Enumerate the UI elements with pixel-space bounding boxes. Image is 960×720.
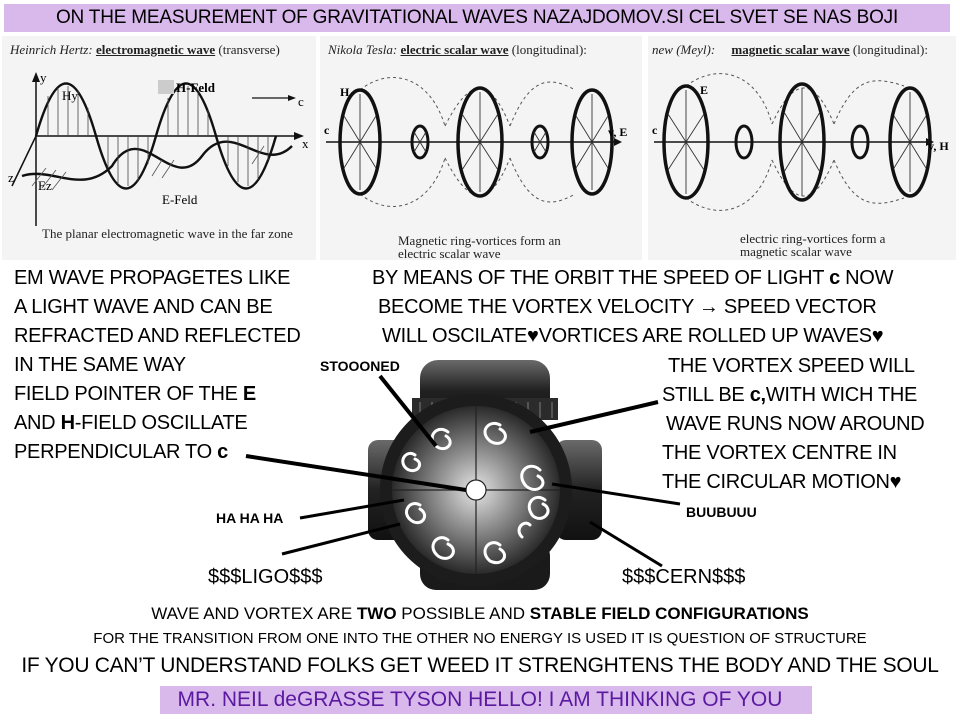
callout-buubuuu: BUUBUUU [686, 504, 757, 520]
left-text2-line1: FIELD POINTER OF THE E [14, 383, 256, 405]
right-text-block2: THE VORTEX SPEED WILL STILL BE c,WITH WI… [662, 352, 925, 497]
right-text2-line1: THE VORTEX SPEED WILL [668, 355, 915, 377]
meyl-caption-line2: magnetic scalar wave [740, 244, 852, 259]
left-text-line2: A LIGHT WAVE AND CAN BE [14, 296, 273, 318]
meyl-label-e: E [700, 83, 708, 97]
left-text-block: EM WAVE PROPAGETES LIKE A LIGHT WAVE AND… [14, 264, 301, 380]
callout-ligo: $$$LIGO$$$ [208, 566, 323, 588]
callout-hahaha: HA HA HA [216, 510, 284, 526]
hertz-label-c: c [298, 94, 304, 109]
hertz-author: Heinrich Hertz: [10, 42, 93, 57]
tesla-caption: Magnetic ring-vortices form an electric … [398, 234, 561, 260]
meyl-panel: new (Meyl): magnetic scalar wave (longit… [648, 36, 956, 260]
tesla-wave-name: electric scalar wave [400, 42, 509, 57]
meyl-vortex-diagram: E c v, H [652, 73, 949, 211]
final-message-bar [160, 686, 812, 714]
right-text2-line4: THE VORTEX CENTRE IN [662, 442, 897, 464]
tesla-author: Nikola Tesla: [328, 42, 398, 57]
left-text-line1: EM WAVE PROPAGETES LIKE [14, 267, 291, 289]
hertz-caption: The planar electromagnetic wave in the f… [42, 226, 293, 241]
hertz-label-hfeld: H-Feld [176, 80, 216, 95]
hertz-label-y: y [40, 70, 47, 85]
tesla-title: Nikola Tesla: electric scalar wave (long… [328, 42, 587, 58]
title-bar: ON THE MEASUREMENT OF GRAVITATIONAL WAVE… [4, 4, 950, 32]
left-text2-line2: AND H-FIELD OSCILLATE [14, 412, 248, 434]
right-text-line3: WILL OSCILATE♥VORTICES ARE ROLLED UP WAV… [382, 325, 884, 347]
hertz-wave-diagram: y Hy H-Feld c x z Ez E-Feld [8, 70, 309, 226]
meyl-label-vh: v, H [928, 139, 949, 153]
left-text-block2: FIELD POINTER OF THE E AND H-FIELD OSCIL… [14, 380, 256, 467]
tesla-caption-line2: electric scalar wave [398, 246, 501, 261]
bottom-line3: IF YOU CAN’T UNDERSTAND FOLKS GET WEED I… [21, 654, 939, 677]
meyl-caption: electric ring-vortices form a magnetic s… [740, 232, 885, 258]
hertz-wave-kind: (transverse) [218, 42, 280, 57]
tesla-label-ve: v, E [608, 125, 627, 139]
meyl-wave-kind: (longitudinal): [852, 42, 928, 57]
tesla-vortex-diagram: H c v, E [324, 77, 627, 207]
hertz-label-ez: Ez [38, 178, 52, 193]
page-title: ON THE MEASUREMENT OF GRAVITATIONAL WAVE… [55, 7, 899, 28]
callout-cern: $$$CERN$$$ [622, 566, 746, 588]
right-text-line1: BY MEANS OF THE ORBIT THE SPEED OF LIGHT… [372, 267, 894, 289]
right-text2-line2: STILL BE c,WITH WICH THE [662, 384, 918, 406]
hertz-wave-name: electromagnetic wave [95, 42, 216, 57]
hertz-title: Heinrich Hertz: electromagnetic wave (tr… [10, 42, 280, 58]
right-text2-line5: THE CIRCULAR MOTION♥ [662, 471, 902, 493]
hertz-panel: Heinrich Hertz: electromagnetic wave (tr… [2, 36, 316, 260]
right-text2-line3: WAVE RUNS NOW AROUND [666, 413, 925, 435]
meyl-label-c: c [652, 123, 658, 137]
right-text-line2: BECOME THE VORTEX VELOCITY → SPEED VECTO… [378, 296, 877, 318]
meyl-title: new (Meyl): magnetic scalar wave (longit… [652, 42, 928, 58]
left-text-line3: REFRACTED AND REFLECTED [14, 325, 301, 347]
tesla-label-c: c [324, 123, 330, 137]
bottom-line2: FOR THE TRANSITION FROM ONE INTO THE OTH… [93, 630, 867, 647]
meyl-caption-line1: electric ring-vortices form a [740, 231, 886, 246]
final-message: MR. NEIL deGRASSE TYSON HELLO! I AM THIN… [177, 688, 783, 711]
hertz-label-efeld: E-Feld [162, 192, 198, 207]
hertz-label-hy: Hy [62, 88, 78, 103]
hertz-label-z: z [8, 170, 14, 185]
tesla-panel: Nikola Tesla: electric scalar wave (long… [320, 36, 642, 260]
left-text-line4: IN THE SAME WAY [14, 354, 186, 376]
right-text-block: BY MEANS OF THE ORBIT THE SPEED OF LIGHT… [372, 264, 893, 351]
bottom-line1: WAVE AND VORTEX ARE TWO POSSIBLE AND STA… [151, 604, 809, 623]
meyl-wave-name: magnetic scalar wave [731, 42, 850, 57]
tesla-wave-kind: (longitudinal): [511, 42, 587, 57]
callout-stooned: STOOONED [320, 358, 400, 374]
meyl-author: new (Meyl): [652, 42, 716, 57]
hertz-label-x: x [302, 136, 309, 151]
tesla-label-h: H [340, 85, 350, 99]
tesla-caption-line1: Magnetic ring-vortices form an [398, 233, 561, 248]
left-text2-line3: PERPENDICULAR TO c [14, 441, 228, 463]
